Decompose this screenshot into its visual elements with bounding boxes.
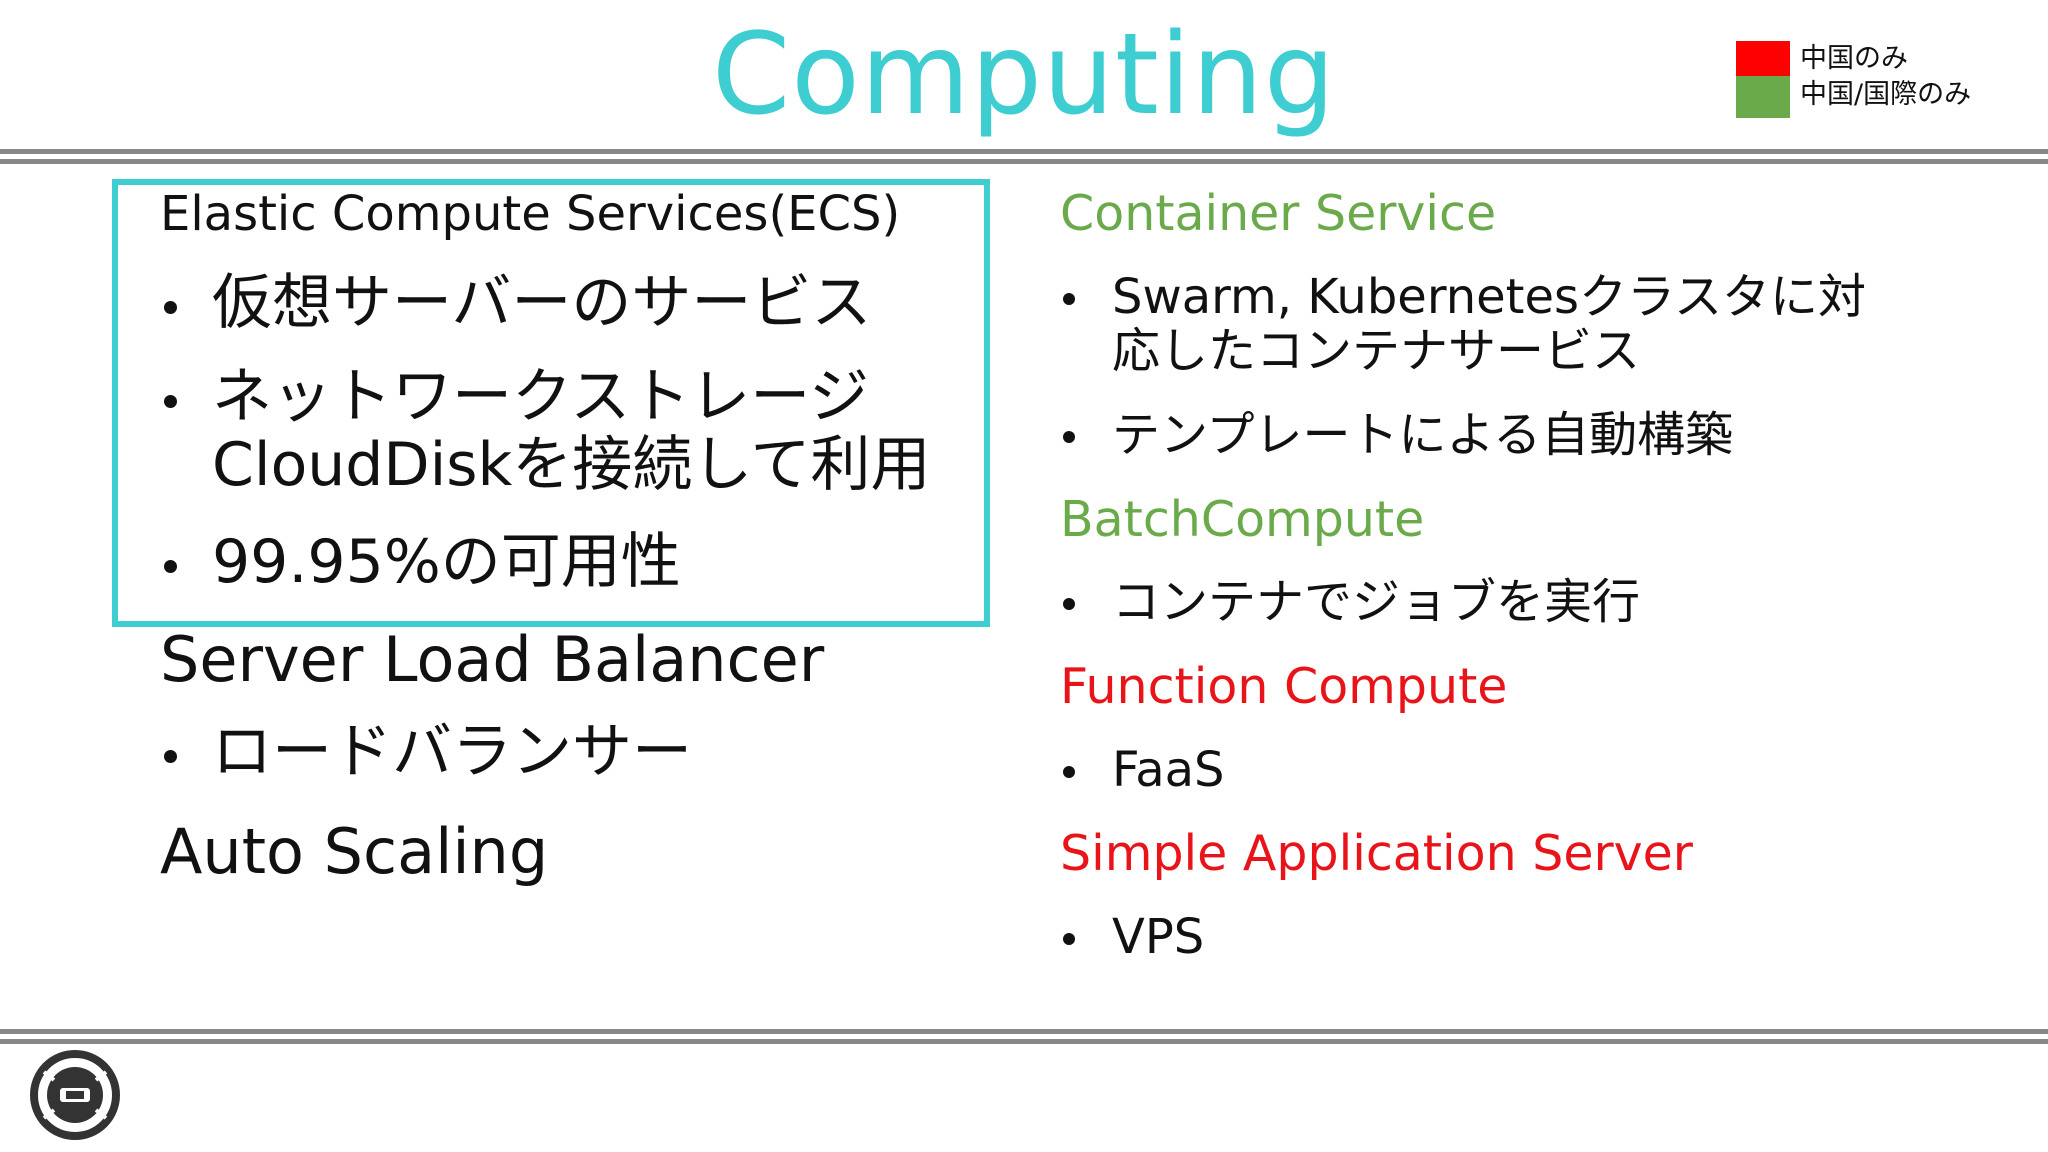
slb-heading: Server Load Balancer (160, 623, 825, 696)
batchcompute-bullet-1: コンテナでジョブを実行 (1112, 574, 1641, 630)
slb-bullet-1: ロードバランサー (212, 717, 692, 787)
ecs-highlight-box (112, 179, 990, 627)
ecs-bullet-2-line-2: CloudDiskを接続して利用 (212, 430, 931, 500)
simple-app-server-heading: Simple Application Server (1060, 825, 1693, 882)
container-bullet-2: テンプレートによる自動構築 (1112, 407, 1734, 463)
container-bullet-1-line-2: 応したコンテナサービス (1112, 323, 1641, 379)
bullet-dot (164, 301, 177, 314)
container-service-heading: Container Service (1060, 185, 1497, 242)
bullet-dot (164, 750, 177, 763)
bottom-divider (0, 1029, 2048, 1034)
ecs-bullet-2-line-1: ネットワークストレージ (212, 362, 869, 432)
batchcompute-heading: BatchCompute (1060, 491, 1425, 548)
slide-title: Computing (711, 10, 1336, 140)
bullet-dot (1063, 431, 1075, 443)
legend-label-china-only: 中国のみ (1800, 43, 1908, 74)
circular-logo-icon (30, 1050, 120, 1140)
ecs-bullet-1: 仮想サーバーのサービス (212, 268, 872, 338)
function-compute-bullet-1: FaaS (1112, 742, 1225, 798)
legend-swatch-china-international (1736, 76, 1790, 118)
bullet-dot (1063, 293, 1075, 305)
bullet-dot (1063, 933, 1075, 945)
legend-label-china-international: 中国/国際のみ (1800, 79, 1972, 110)
bullet-dot (164, 395, 177, 408)
top-divider-second (0, 159, 2048, 164)
container-bullet-1-line-1: Swarm, Kubernetesクラスタに対 (1112, 269, 1867, 325)
top-divider (0, 149, 2048, 154)
ecs-bullet-3: 99.95%の可用性 (212, 527, 681, 597)
bullet-dot (1063, 598, 1075, 610)
legend: 中国のみ 中国/国際のみ (1736, 41, 2036, 123)
autoscaling-heading: Auto Scaling (160, 815, 549, 888)
function-compute-heading: Function Compute (1060, 658, 1508, 715)
bullet-dot (164, 560, 177, 573)
ecs-heading: Elastic Compute Services(ECS) (160, 186, 901, 242)
bullet-dot (1063, 766, 1075, 778)
simple-app-server-bullet-1: VPS (1112, 909, 1205, 965)
bottom-divider-second (0, 1039, 2048, 1044)
